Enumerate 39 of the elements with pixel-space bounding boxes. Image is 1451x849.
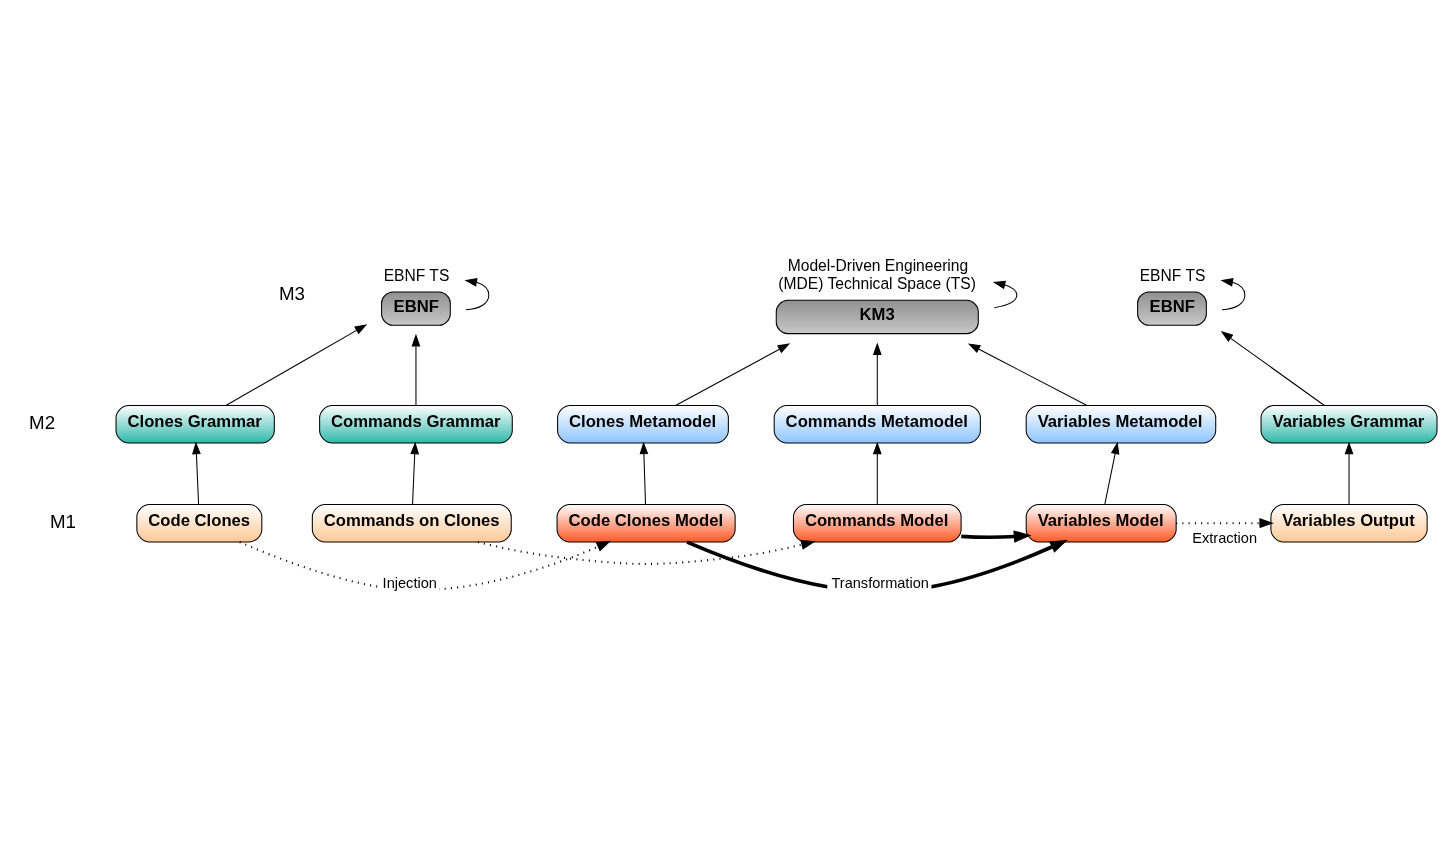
arrow (1220, 278, 1246, 311)
node-box: Variables Model (1025, 503, 1177, 543)
arrow (464, 278, 490, 311)
arrow (477, 539, 816, 565)
node-box: Variables Metamodel (1025, 405, 1217, 444)
arrow (639, 441, 649, 505)
node-box: Variables Grammar (1260, 405, 1438, 444)
arrow (225, 324, 368, 406)
node-box: Commands Metamodel (773, 405, 981, 444)
arrow (961, 530, 1032, 543)
node-label: EBNF TS (383, 266, 450, 284)
arrow (410, 441, 420, 505)
arrow (411, 333, 421, 406)
label: M2 (29, 411, 56, 433)
node-box: Code Clones (136, 503, 263, 543)
arrow (192, 441, 201, 505)
arrow (1344, 441, 1354, 505)
arrow (1104, 441, 1120, 505)
arrow (872, 441, 882, 505)
label: M3 (279, 282, 306, 304)
node-label: EBNF TS (1139, 266, 1206, 284)
arrow (675, 343, 791, 406)
edge-label: Extraction (1192, 529, 1258, 546)
node-box: Commands on Clones (311, 503, 512, 543)
arrow (992, 280, 1018, 309)
arrow (1220, 331, 1325, 406)
edge-label: Injection (382, 575, 437, 592)
node-label: Model-Driven Engineering (MDE) Technical Space (TS) (778, 257, 976, 292)
node-box: Variables Output (1270, 503, 1428, 543)
node-box: Commands Model (792, 503, 962, 543)
label: M1 (49, 510, 76, 532)
node-box: Code Clones Model (556, 503, 736, 543)
arrow (967, 343, 1088, 406)
node-box: Clones Grammar (115, 405, 275, 444)
node-box: Commands Grammar (319, 405, 513, 444)
node-box: Clones Metamodel (557, 405, 729, 444)
arrow (1176, 518, 1274, 529)
edge-label: Transformation (831, 575, 929, 592)
arrow (872, 342, 882, 406)
